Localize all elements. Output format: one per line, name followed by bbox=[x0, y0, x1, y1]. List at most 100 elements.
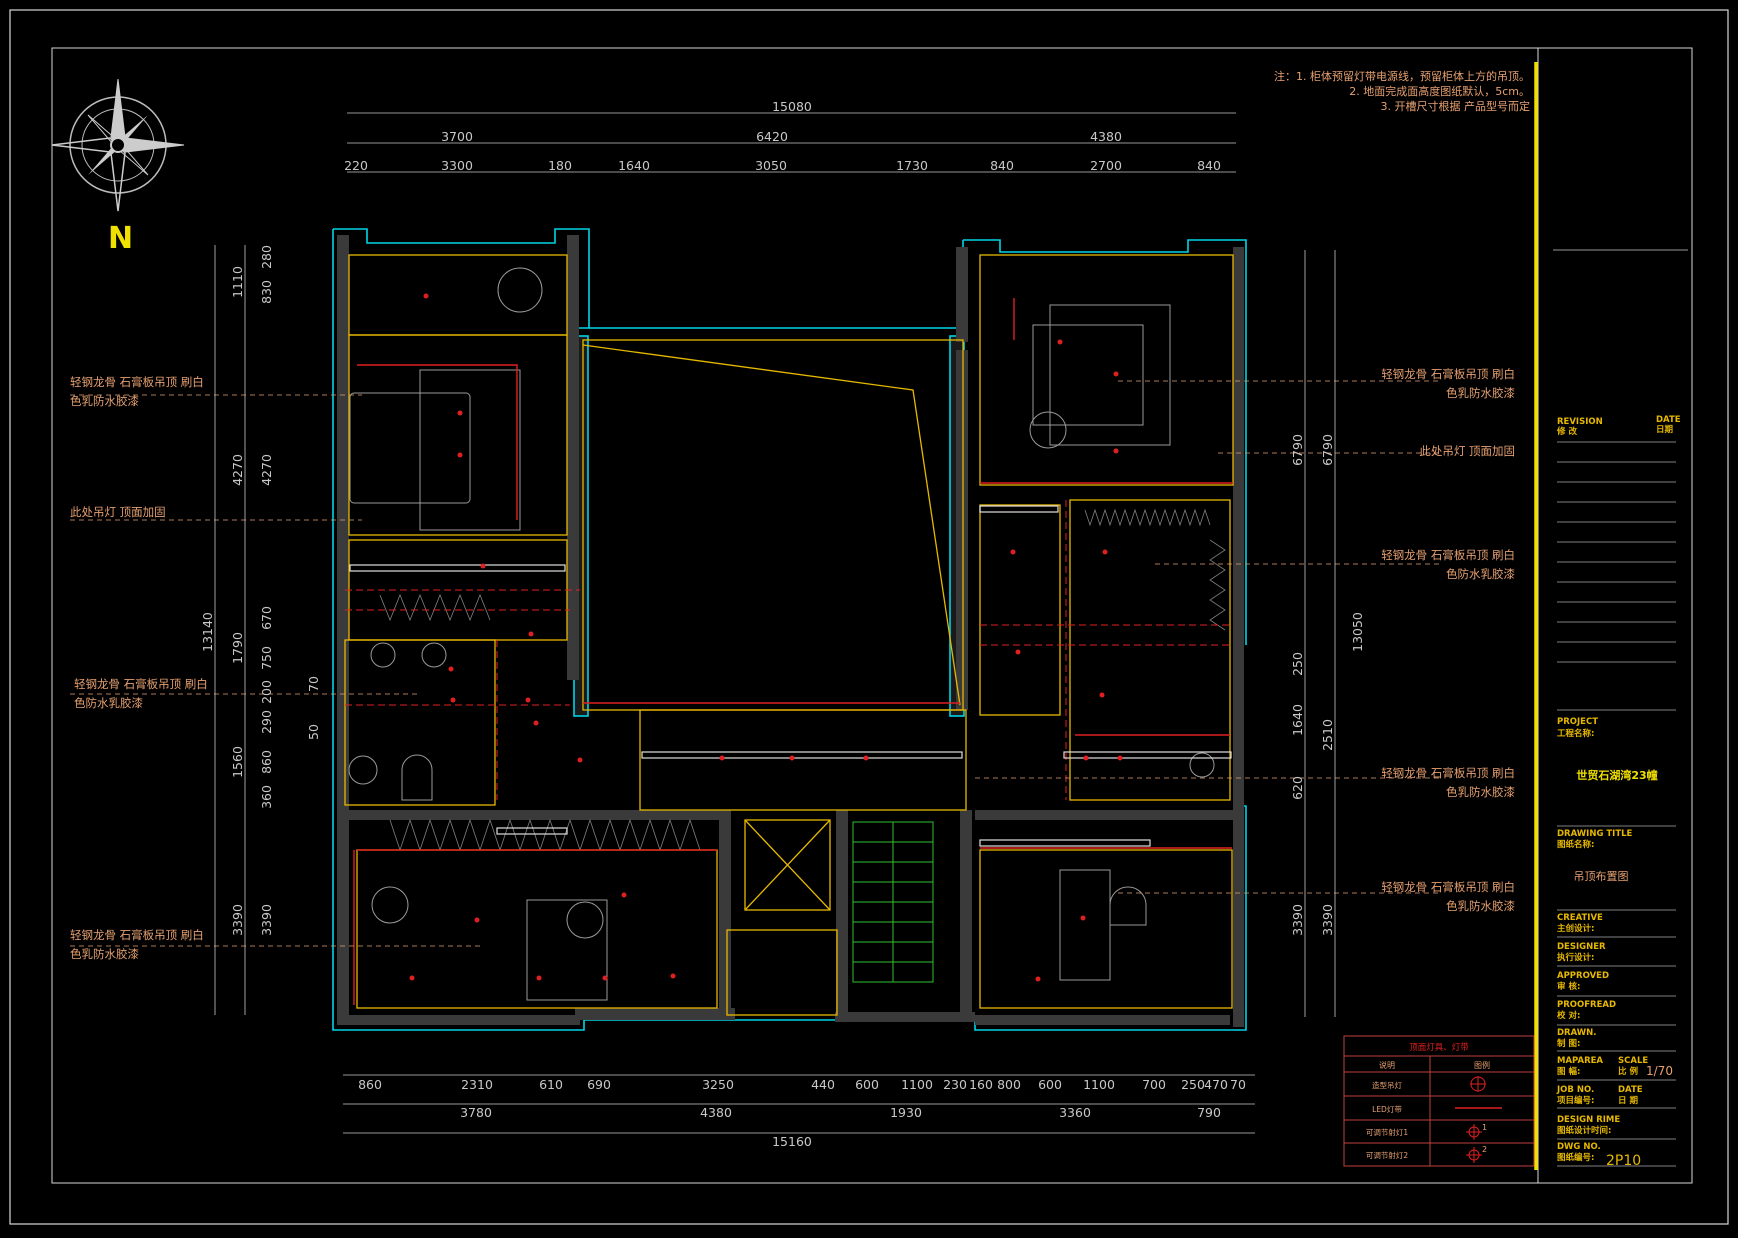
dim-left-outer-2: 4270 bbox=[230, 454, 245, 486]
maparea-label: MAPAREA bbox=[1557, 1056, 1603, 1066]
dim-bottom-seg-2: 4380 bbox=[700, 1105, 732, 1120]
annotation-left-2-line1: 此处吊灯 顶面加固 bbox=[70, 505, 166, 519]
annotation-left-1-line2: 色乳防水胶漆 bbox=[70, 394, 139, 408]
dim-left-inner-2: 830 bbox=[259, 280, 274, 304]
design-rime-label-cn: 图纸设计时间: bbox=[1557, 1125, 1611, 1136]
project-label-cn: 工程名称: bbox=[1557, 728, 1594, 739]
staircase bbox=[852, 821, 934, 983]
dim-top-sub-9: 840 bbox=[1197, 158, 1221, 173]
dim-left-outer-5: 3390 bbox=[230, 904, 245, 936]
dim-bottom-sub-14: 700 bbox=[1142, 1077, 1166, 1092]
designer-label-cn: 执行设计: bbox=[1557, 952, 1594, 963]
annotation-right-4-line1: 轻钢龙骨 石膏板吊顶 刷白 bbox=[1381, 766, 1515, 780]
legend-row-2: LED灯带 bbox=[1372, 1104, 1402, 1114]
dim-bottom-sub-16: 470 bbox=[1204, 1077, 1228, 1092]
compass-rose bbox=[51, 78, 185, 212]
dim-bottom-seg-1: 3780 bbox=[460, 1105, 492, 1120]
dim-top-sub-1: 220 bbox=[344, 158, 368, 173]
drawing-title-label-cn: 图纸名称: bbox=[1557, 839, 1594, 850]
annotation-right-3-line1: 轻钢龙骨 石膏板吊顶 刷白 bbox=[1381, 548, 1515, 562]
annotation-left-3-line1: 轻钢龙骨 石膏板吊顶 刷白 bbox=[74, 677, 208, 691]
inner-border bbox=[51, 47, 1693, 1184]
dim-left-outer-1: 1110 bbox=[230, 266, 245, 298]
svg-text:1: 1 bbox=[1482, 1123, 1487, 1132]
dim-left-inner-4: 670 bbox=[259, 606, 274, 630]
dim-left-inner-7: 290 bbox=[259, 710, 274, 734]
dim-bottom-sub-7: 600 bbox=[855, 1077, 879, 1092]
outer-border bbox=[9, 9, 1729, 1225]
dim-left-inner-6: 200 bbox=[259, 680, 274, 704]
dwg-no-label: DWG NO. bbox=[1557, 1142, 1601, 1152]
dim-bottom-sub-6: 440 bbox=[811, 1077, 835, 1092]
drawing-title-label: DRAWING TITLE bbox=[1557, 829, 1633, 839]
dims-left: 13140 1110 4270 1790 1560 3390 280 830 4… bbox=[200, 245, 321, 936]
dims-top: 15080 3700 6420 4380 220 3300 180 1640 3… bbox=[344, 99, 1221, 173]
dim-right-outer-3: 3390 bbox=[1320, 904, 1335, 936]
led-strips bbox=[353, 298, 1233, 1005]
project-label: PROJECT bbox=[1557, 717, 1598, 727]
designer-label: DESIGNER bbox=[1557, 942, 1606, 952]
legend-row-4: 可调节射灯2 bbox=[1366, 1150, 1408, 1160]
dim-top-sub-4: 1640 bbox=[618, 158, 650, 173]
dim-top-sub-8: 2700 bbox=[1090, 158, 1122, 173]
annotation-left-4-line2: 色乳防水胶漆 bbox=[70, 947, 139, 961]
dim-left-small-2: 50 bbox=[306, 724, 321, 740]
revision-label-cn: 修 改 bbox=[1556, 426, 1577, 437]
date2-label-cn: 日 期 bbox=[1618, 1095, 1638, 1106]
dim-top-sub-3: 180 bbox=[548, 158, 572, 173]
dim-top-seg-3: 4380 bbox=[1090, 129, 1122, 144]
dim-bottom-sub-4: 690 bbox=[587, 1077, 611, 1092]
title-block: REVISION 修 改 DATE 日期 bbox=[1534, 48, 1688, 1183]
dim-left-inner-9: 360 bbox=[259, 785, 274, 809]
dim-bottom-seg-3: 1930 bbox=[890, 1105, 922, 1120]
creative-label: CREATIVE bbox=[1557, 913, 1603, 923]
dim-bottom-sub-5: 3250 bbox=[702, 1077, 734, 1092]
lighting-legend: 顶面灯具、灯带 说明 图例 造型吊灯 LED灯带 可调节射灯1 可调节射灯2 1… bbox=[1343, 1035, 1535, 1167]
dim-top-seg-2: 6420 bbox=[756, 129, 788, 144]
note-3: 3. 开槽尺寸根据 产品型号而定 bbox=[1381, 99, 1531, 113]
job-no-label-cn: 项目编号: bbox=[1557, 1095, 1594, 1106]
dwg-no-label-cn: 图纸编号: bbox=[1557, 1152, 1594, 1163]
dim-bottom-sub-12: 600 bbox=[1038, 1077, 1062, 1092]
dimension-lines bbox=[214, 112, 1336, 1134]
general-notes: 注：1. 柜体预留灯带电源线，预留柜体上方的吊顶。 2. 地面完成面高度图纸默认… bbox=[1274, 69, 1530, 113]
approved-label: APPROVED bbox=[1557, 971, 1609, 981]
track-lights bbox=[349, 505, 1232, 847]
dim-bottom-sub-9: 230 bbox=[943, 1077, 967, 1092]
dim-top-sub-5: 3050 bbox=[755, 158, 787, 173]
dim-bottom-sub-2: 2310 bbox=[461, 1077, 493, 1092]
note-2: 2. 地面完成面高度图纸默认，5cm。 bbox=[1349, 84, 1530, 98]
legend-row-3: 可调节射灯1 bbox=[1366, 1127, 1408, 1137]
dims-right: 13050 6790 2510 3390 6790 250 1640 620 3… bbox=[1290, 434, 1365, 936]
dim-bottom-total: 15160 bbox=[772, 1134, 812, 1149]
annotations-left: 轻钢龙骨 石膏板吊顶 刷白 色乳防水胶漆 此处吊灯 顶面加固 轻钢龙骨 石膏板吊… bbox=[70, 375, 208, 961]
dim-left-inner-5: 750 bbox=[259, 646, 274, 670]
approved-label-cn: 审 核: bbox=[1557, 981, 1580, 992]
dim-left-inner-10: 3390 bbox=[259, 904, 274, 936]
proofread-label-cn: 校 对: bbox=[1557, 1010, 1580, 1021]
dim-left-small-1: 70 bbox=[306, 676, 321, 692]
annotation-right-5-line1: 轻钢龙骨 石膏板吊顶 刷白 bbox=[1381, 880, 1515, 894]
drawn-label: DRAWN. bbox=[1557, 1028, 1597, 1038]
dim-bottom-seg-4: 3360 bbox=[1059, 1105, 1091, 1120]
dim-left-outer-4: 1560 bbox=[230, 746, 245, 778]
drawn-label-cn: 制 图: bbox=[1557, 1038, 1580, 1049]
ceiling-outlines bbox=[344, 254, 1234, 1016]
scale-label-cn: 比 例 bbox=[1618, 1066, 1638, 1077]
dim-left-inner-3: 4270 bbox=[259, 454, 274, 486]
floor-plan bbox=[332, 228, 1247, 1031]
job-no-label: JOB NO. bbox=[1556, 1085, 1594, 1095]
wall-blocks bbox=[337, 235, 1244, 1027]
dim-right-inner-4: 620 bbox=[1290, 776, 1305, 800]
dim-bottom-seg-5: 790 bbox=[1197, 1105, 1221, 1120]
wardrobes bbox=[379, 508, 1226, 852]
dim-left-total: 13140 bbox=[200, 612, 215, 652]
dim-top-seg-1: 3700 bbox=[441, 129, 473, 144]
legend-row-1: 造型吊灯 bbox=[1372, 1080, 1402, 1090]
dim-bottom-sub-15: 250 bbox=[1181, 1077, 1205, 1092]
dim-bottom-sub-11: 800 bbox=[997, 1077, 1021, 1092]
annotation-right-1-line1: 轻钢龙骨 石膏板吊顶 刷白 bbox=[1381, 367, 1515, 381]
dim-bottom-sub-17: 70 bbox=[1230, 1077, 1246, 1092]
annotation-left-3-line2: 色防水乳胶漆 bbox=[74, 696, 143, 710]
